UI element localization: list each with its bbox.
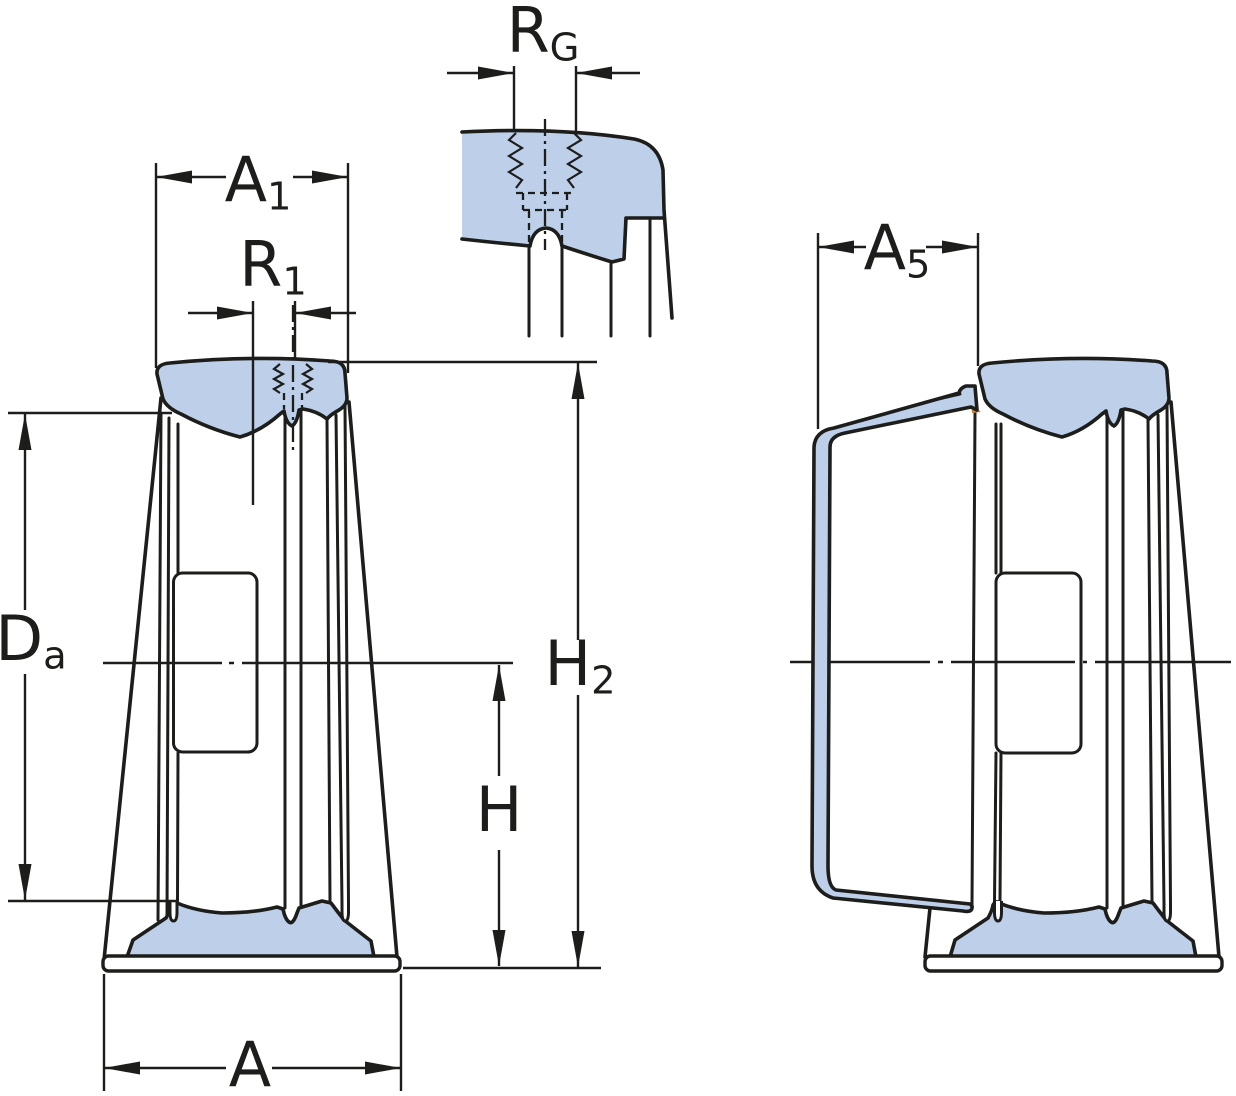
arrowhead (818, 240, 854, 254)
label-base: A (228, 1028, 272, 1096)
nut-section-bottom (948, 899, 1198, 959)
arrowhead (942, 240, 978, 254)
thread-groove-lines (1105, 408, 1125, 910)
thread-groove-lines (283, 409, 303, 910)
dimension-r1 (188, 301, 356, 505)
detail-section-fill (462, 131, 664, 262)
keyway-slot (172, 571, 259, 754)
sleeve-slit-line (1156, 404, 1172, 906)
detail-thread-marks (506, 119, 584, 250)
dimension-a5 (816, 233, 980, 429)
outer-taper-right (347, 400, 399, 959)
outer-taper-left (102, 396, 163, 962)
sleeve-slit-line (176, 422, 180, 903)
arrowhead (18, 864, 32, 900)
dimension-rg (447, 66, 640, 134)
nut-section-bottom (125, 899, 376, 959)
outer-taper-left (923, 906, 932, 959)
sleeve-base-flange (101, 954, 402, 973)
slit-tip (993, 901, 1003, 923)
sleeve-base-flange (923, 954, 1224, 973)
thread-detail-figure (460, 119, 674, 338)
label-h: H (476, 779, 523, 847)
label-subscript: a (43, 633, 67, 679)
arrowhead (312, 170, 348, 184)
sleeve-outline (923, 400, 1221, 959)
dimension-h2 (328, 360, 601, 970)
arrowhead (156, 170, 192, 184)
label-subscript: 5 (905, 242, 931, 288)
label-base: A (224, 143, 267, 217)
label-base: R (239, 228, 283, 302)
dimension-h (492, 665, 506, 966)
keyway-slot (994, 571, 1083, 755)
arrowhead (478, 66, 514, 80)
arrowhead (571, 363, 585, 399)
thread-hidden-lines (282, 393, 304, 409)
arrowhead (217, 306, 253, 320)
thread-marks (271, 305, 315, 452)
dimension-a1 (154, 163, 350, 373)
slit-tip (168, 901, 179, 923)
label-a5: A5 (864, 217, 931, 285)
sleeve-outline (102, 396, 399, 962)
label-a: A (229, 1034, 271, 1096)
label-base: R (506, 0, 550, 68)
arrowhead (571, 931, 585, 967)
label-subscript: 1 (266, 174, 292, 220)
label-subscript: 1 (282, 259, 307, 305)
lock-nut-section (977, 356, 1171, 439)
slit-tip (340, 904, 350, 923)
right-figure-sleeve-with-cap (790, 356, 1231, 973)
cap-step-line (936, 392, 962, 401)
label-a1: A1 (225, 149, 292, 217)
label-r1: R1 (239, 234, 307, 302)
detail-top-edge (460, 128, 674, 320)
thread-zigzag (271, 363, 286, 394)
label-h2: H2 (544, 633, 615, 701)
slit-tip (1162, 904, 1172, 923)
sleeve-line (156, 411, 163, 922)
label-base: H (475, 773, 523, 847)
sleeve-line (165, 416, 171, 921)
outer-taper-right (1169, 400, 1221, 959)
arrowhead (492, 930, 506, 966)
thread-zigzag (300, 363, 315, 394)
left-figure-sleeve-section (101, 305, 513, 973)
detail-lower-lines (527, 217, 652, 338)
dimension-a (102, 974, 403, 1091)
dimension-da (8, 411, 178, 903)
label-subscript: 2 (591, 658, 616, 704)
arrowhead (492, 665, 506, 701)
arrowhead (104, 1061, 140, 1075)
arrowhead (18, 414, 32, 450)
detail-bottom-edge (460, 216, 666, 264)
protecting-cap-section (810, 384, 979, 914)
sleeve-slit-line (993, 422, 1003, 903)
sleeve-line (1146, 418, 1154, 904)
thread-zigzag (565, 132, 584, 189)
label-rg: RG (507, 0, 580, 68)
label-base: A (863, 211, 906, 285)
thread-zigzag (506, 132, 525, 189)
sleeve-slit-line (334, 404, 350, 906)
sleeve-line (970, 411, 977, 907)
label-subscript: G (549, 25, 580, 71)
sleeve-line (325, 418, 332, 904)
arrowhead (295, 306, 331, 320)
label-base: H (544, 627, 592, 701)
label-base: D (0, 602, 44, 676)
arrowhead (365, 1061, 401, 1075)
arrowhead (576, 66, 612, 80)
label-da: Da (0, 608, 67, 676)
